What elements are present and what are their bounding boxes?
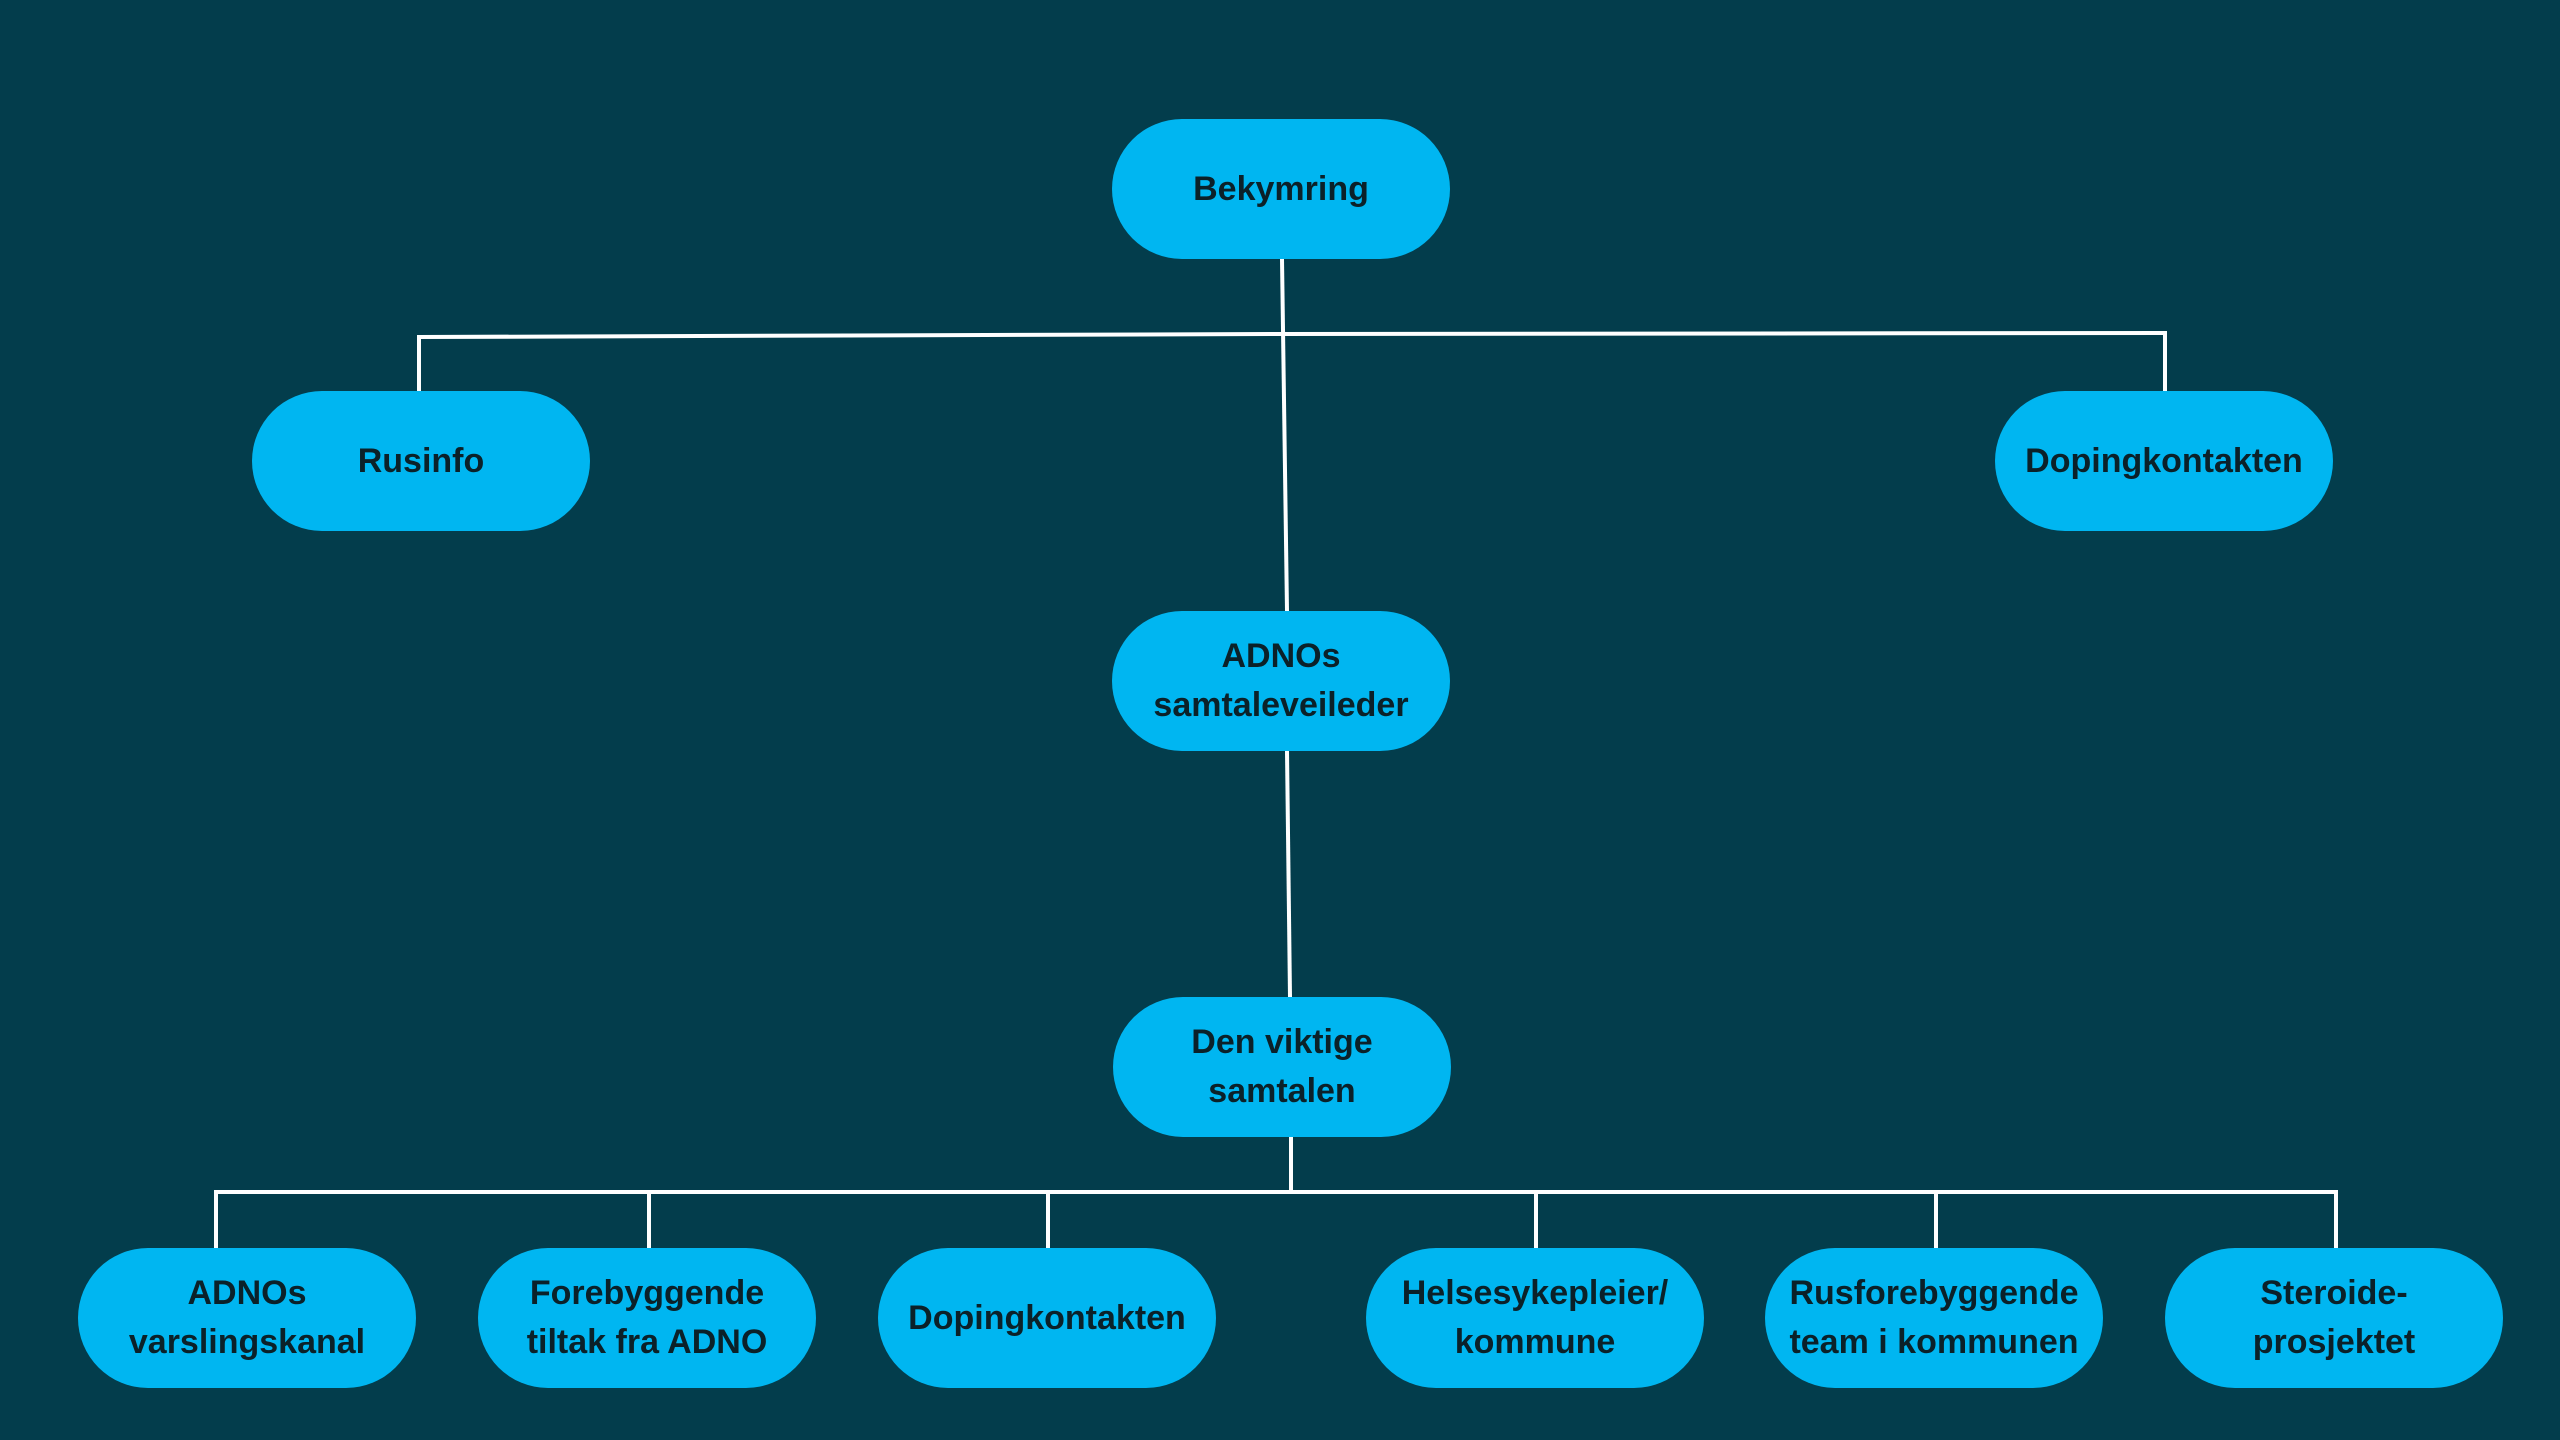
connector-samtaleveileder-to-samtalen [1284,748,1293,1000]
node-bekymring: Bekymring [1112,119,1450,259]
connector-bekymring-trunk [1279,256,1290,614]
node-forebyggende-tiltak: Forebyggende tiltak fra ADNO [478,1248,816,1388]
node-dopingkontakten-top: Dopingkontakten [1995,391,2333,531]
node-adnos-samtaleveileder: ADNOs samtaleveileder [1112,611,1450,751]
node-rusforebyggende-team: Rusforebyggende team i kommunen [1765,1248,2103,1388]
node-adnos-varslingskanal: ADNOs varslingskanal [78,1248,416,1388]
connector-top-bar-left [416,331,1286,340]
node-helsesykepleier-kommune: Helsesykepleier/ kommune [1366,1248,1704,1388]
node-rusinfo: Rusinfo [252,391,590,531]
node-dopingkontakten-bottom: Dopingkontakten [878,1248,1216,1388]
connector-top-bar-right [1280,330,2168,337]
node-den-viktige-samtalen: Den viktige samtalen [1113,997,1451,1137]
node-steroideprosjektet: Steroide- prosjektet [2165,1248,2503,1388]
